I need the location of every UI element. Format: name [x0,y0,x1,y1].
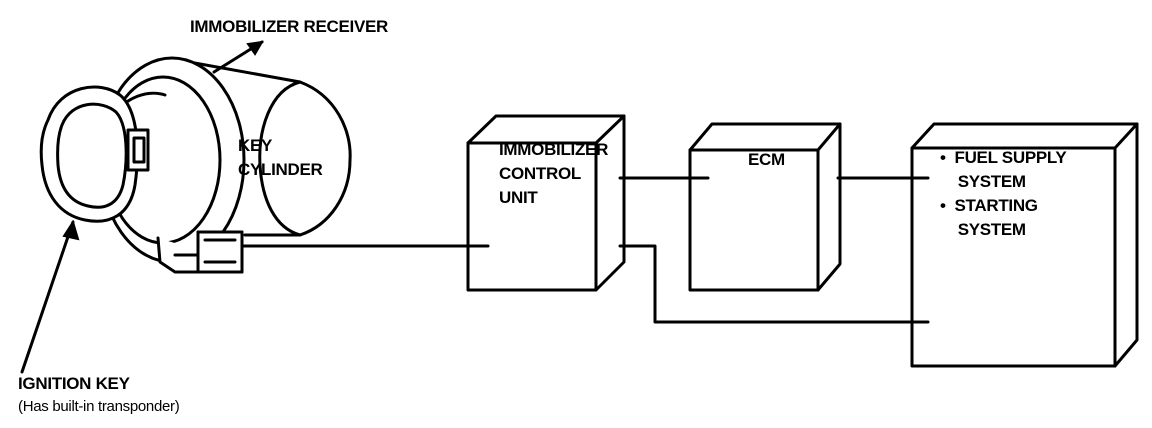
immobilizer-control-unit-box [466,114,626,292]
key-cylinder-label-line-1: KEY [238,136,273,155]
key-cylinder-label-line-2: CYLINDER [238,160,323,179]
control-unit-label-line-1: IMMOBILIZER [499,140,609,159]
ignition-key [39,85,150,223]
immobilizer-receiver-label: IMMOBILIZER RECEIVER [190,17,389,36]
systems-label-line-3: • STARTING [940,196,1038,215]
ignition-key-note: (Has built-in transponder) [18,398,180,415]
key-arrow-head [62,219,80,241]
ignition-key-label: IGNITION KEY [18,374,130,393]
fuel-starting-system-box [910,122,1139,368]
key-leader-line [20,220,75,374]
systems-label-line-4: SYSTEM [940,220,1026,239]
ecm-label: ECM [748,150,785,169]
systems-label: • FUEL SUPPLY SYSTEM • STARTING SYSTEM [940,146,1067,242]
key-cylinder-label: KEY CYLINDER [238,134,323,182]
control-unit-label-line-3: UNIT [499,188,538,207]
systems-label-line-1: • FUEL SUPPLY [940,148,1067,167]
control-unit-label-line-2: CONTROL [499,164,581,183]
ecm-box [688,122,842,292]
control-unit-label: IMMOBILIZER CONTROL UNIT [499,138,608,210]
receiver-arrow-head [246,40,264,56]
wire-control-unit-to-systems [618,244,930,324]
systems-label-line-2: SYSTEM [940,172,1026,191]
cylinder-connector [156,230,244,274]
